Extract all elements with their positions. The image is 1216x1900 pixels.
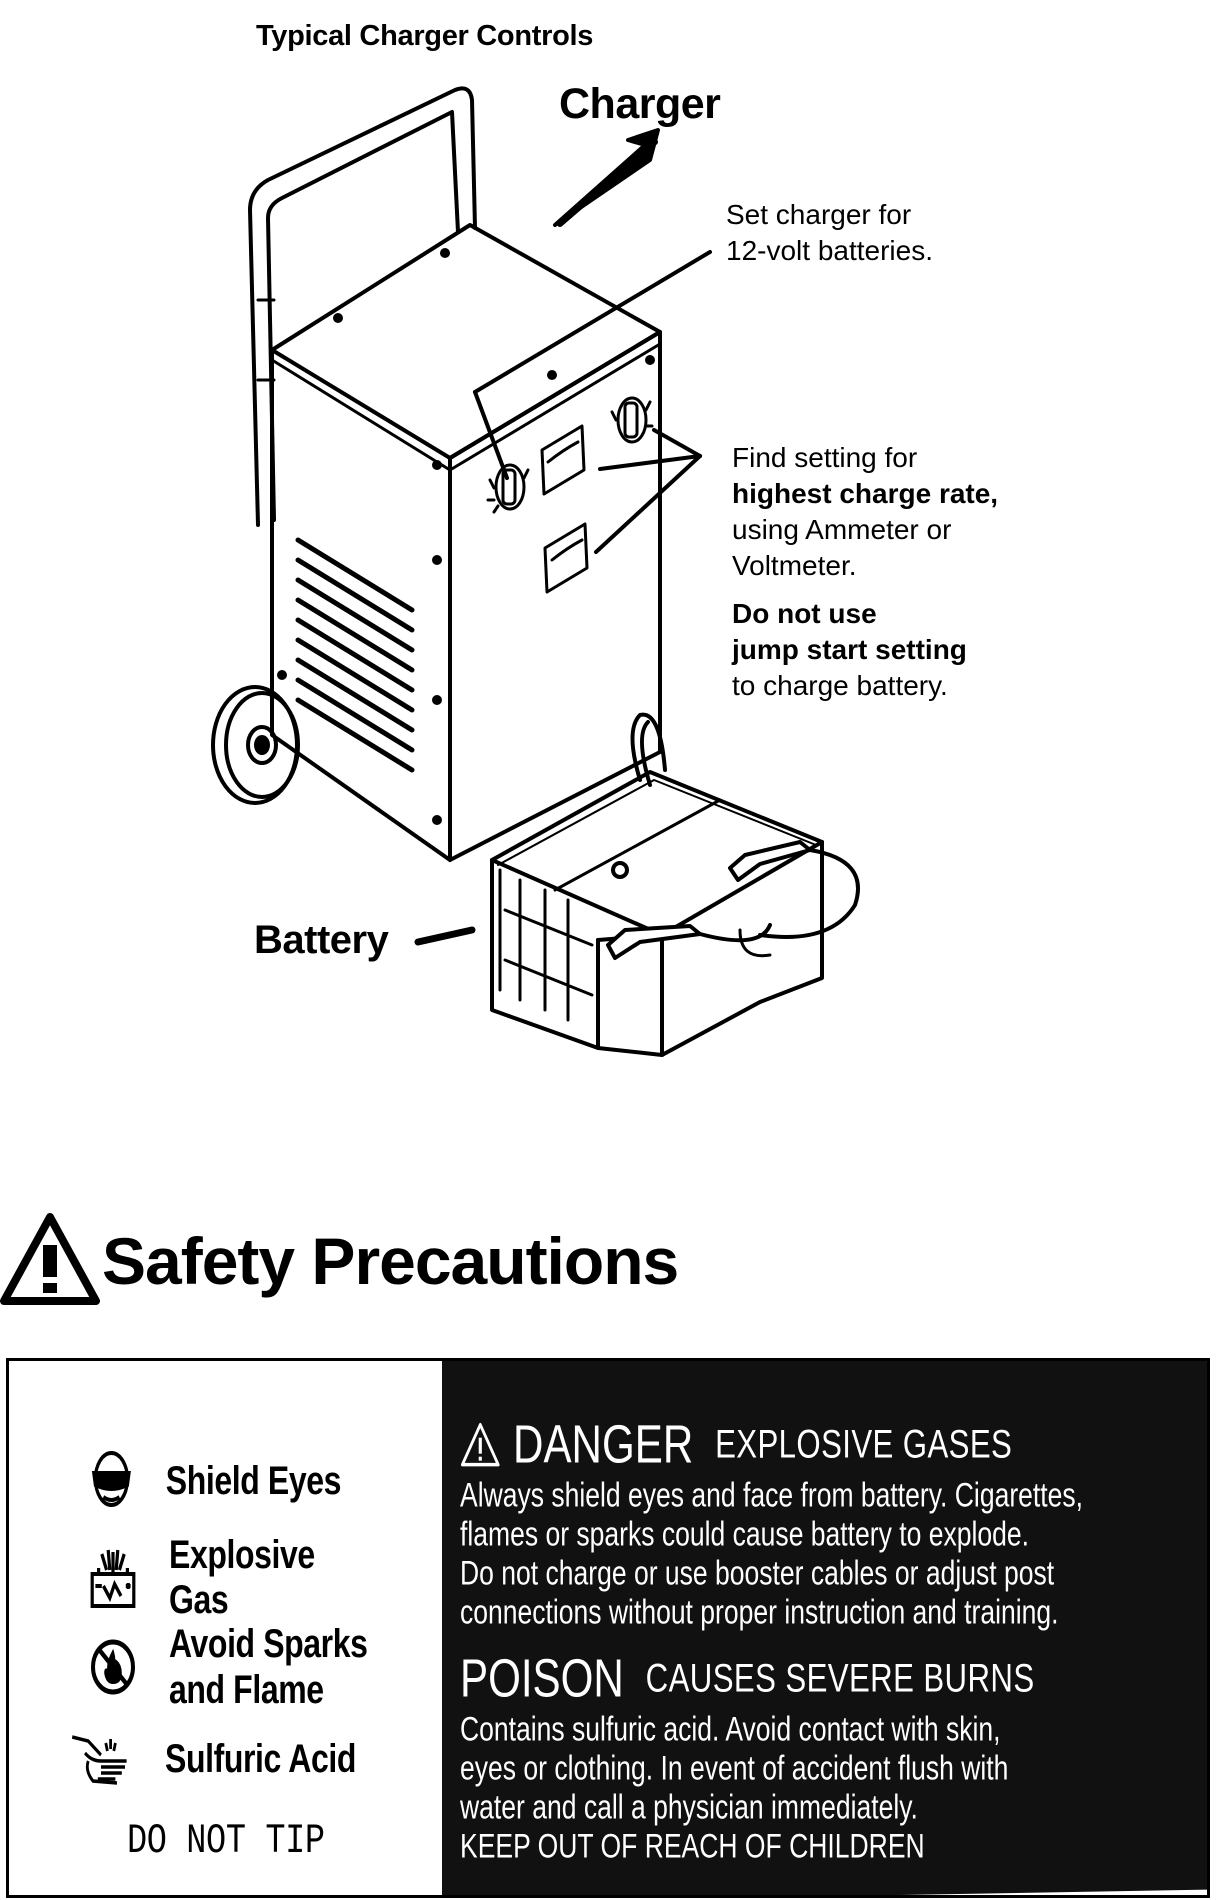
note-jump-start: Do not use jump start setting to charge … <box>732 596 967 704</box>
hazard-shield-eyes-text: Shield Eyes <box>165 1458 342 1503</box>
poison-line-3: water and call a physician immediately. <box>460 1788 918 1827</box>
note-find-setting: Find setting for highest charge rate, us… <box>732 440 998 584</box>
safety-heading: Safety Precautions <box>0 1206 679 1316</box>
warning-label: Shield Eyes Explosive Gas Avoid Sparks a… <box>6 1358 1210 1898</box>
note-dont-line-1: Do not use <box>732 598 877 629</box>
danger-line-4: connections without proper instruction a… <box>460 1593 1059 1632</box>
hazard-avoid-sparks: Avoid Sparks and Flame <box>89 1621 368 1713</box>
note-find-line-3: using Ammeter or <box>732 514 952 545</box>
poison-line-2: eyes or clothing. In event of accident f… <box>460 1749 1009 1788</box>
battery-box <box>490 770 860 1057</box>
warning-triangle-icon <box>0 1213 100 1305</box>
note-dont-line-3: to charge battery. <box>732 670 948 701</box>
charger-body <box>270 223 662 862</box>
danger-line-3: Do not charge or use booster cables or a… <box>460 1554 1055 1593</box>
hazard-avoid-sparks-line-2: and Flame <box>169 1668 324 1712</box>
safety-heading-text: Safety Precautions <box>102 1224 679 1298</box>
charger-battery-illustration <box>211 86 860 1057</box>
figure-title: Typical Charger Controls <box>256 20 594 52</box>
danger-subtitle: EXPLOSIVE GASES <box>715 1422 1013 1467</box>
charger-label: Charger <box>559 80 721 128</box>
poison-title: POISON <box>460 1648 624 1709</box>
charger-vents <box>295 537 415 773</box>
note-set-line-1: Set charger for <box>726 199 912 230</box>
hazard-shield-eyes: Shield Eyes <box>89 1449 341 1513</box>
hazard-sulfuric-acid: Sulfuric Acid <box>69 1731 356 1787</box>
poison-text: Contains sulfuric acid. Avoid contact wi… <box>460 1711 1162 1867</box>
hazard-icons-panel: Shield Eyes Explosive Gas Avoid Sparks a… <box>9 1361 442 1895</box>
no-flame-icon <box>91 1639 136 1695</box>
note-set-line-2: 12-volt batteries. <box>726 235 933 266</box>
poison-header: POISON CAUSES SEVERE BURNS <box>460 1647 1162 1711</box>
hazard-avoid-sparks-line-1: Avoid Sparks <box>169 1622 368 1666</box>
hazard-explosive-gas-text: Explosive Gas <box>169 1533 315 1622</box>
note-find-line-1: Find setting for <box>732 442 918 473</box>
danger-header: DANGER EXPLOSIVE GASES <box>460 1413 1162 1477</box>
danger-title: DANGER <box>513 1414 694 1475</box>
note-dont-line-2: jump start setting <box>732 634 967 665</box>
danger-content: DANGER EXPLOSIVE GASES Always shield eye… <box>460 1413 1162 1867</box>
danger-triangle-icon <box>460 1422 500 1467</box>
note-set-voltage: Set charger for 12-volt batteries. <box>726 197 933 269</box>
face-shield-icon <box>91 1451 131 1507</box>
poison-line-4: KEEP OUT OF REACH OF CHILDREN <box>460 1827 925 1866</box>
charger-cables <box>630 712 667 787</box>
note-find-line-2: highest charge rate, <box>732 478 999 509</box>
hazard-sulfuric-acid-text: Sulfuric Acid <box>165 1736 356 1781</box>
charger-handle <box>248 86 477 527</box>
charger-controls <box>486 396 654 594</box>
callout-lines <box>414 128 712 946</box>
acid-hand-icon <box>71 1735 127 1785</box>
hazard-explosive-gas: Explosive Gas <box>89 1533 371 1623</box>
poison-subtitle: CAUSES SEVERE BURNS <box>645 1656 1035 1701</box>
charger-wheel <box>211 685 300 805</box>
danger-line-2: flames or sparks could cause battery to … <box>460 1515 1030 1554</box>
battery-label: Battery <box>254 918 389 962</box>
danger-text: Always shield eyes and face from battery… <box>460 1477 1162 1633</box>
do-not-tip: DO NOT TIP <box>127 1817 325 1865</box>
hazard-avoid-sparks-text: Avoid Sparks and Flame <box>169 1621 368 1713</box>
note-find-line-4: Voltmeter. <box>732 550 857 581</box>
danger-panel: DANGER EXPLOSIVE GASES Always shield eye… <box>442 1361 1207 1895</box>
danger-line-1: Always shield eyes and face from battery… <box>460 1476 1084 1515</box>
poison-line-1: Contains sulfuric acid. Avoid contact wi… <box>460 1710 1001 1749</box>
battery-explosion-icon <box>90 1549 136 1608</box>
